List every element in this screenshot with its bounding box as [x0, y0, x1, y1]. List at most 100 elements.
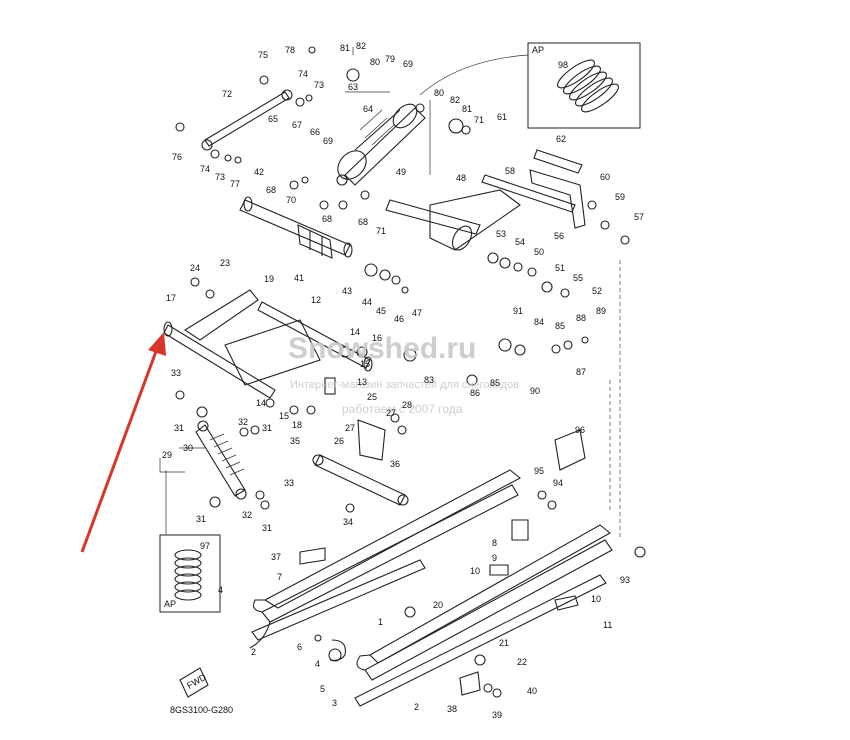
- callout-31: 31: [174, 423, 184, 433]
- callout-6: 6: [297, 642, 302, 652]
- stopper-36: [312, 419, 409, 506]
- callout-33: 33: [171, 368, 181, 378]
- callout-19: 19: [264, 274, 274, 284]
- callout-78: 78: [285, 45, 295, 55]
- callout-68: 68: [266, 185, 276, 195]
- callout-23: 23: [220, 258, 230, 268]
- callout-29: 29: [162, 450, 172, 460]
- callout-89: 89: [596, 306, 606, 316]
- callout-labels: 75 78 81 82 79 80 69 74 73 63 72 64 65 6…: [162, 41, 644, 720]
- callout-59: 59: [615, 192, 625, 202]
- callout-73b: 73: [215, 172, 225, 182]
- callout-85: 85: [555, 321, 565, 331]
- callout-32b: 32: [242, 510, 252, 520]
- callout-57: 57: [634, 212, 644, 222]
- callout-76: 76: [172, 152, 182, 162]
- callout-71b: 71: [376, 226, 386, 236]
- callout-51: 51: [555, 263, 565, 273]
- callout-58: 58: [505, 166, 515, 176]
- callout-53: 53: [496, 229, 506, 239]
- callout-45: 45: [376, 306, 386, 316]
- callout-69b: 69: [323, 136, 333, 146]
- callout-13: 13: [357, 377, 367, 387]
- callout-27b: 27: [345, 423, 355, 433]
- callout-31d: 31: [262, 523, 272, 533]
- callout-22: 22: [517, 657, 527, 667]
- callout-54: 54: [515, 237, 525, 247]
- inset-part-98: 98: [558, 60, 568, 70]
- fasteners: [175, 46, 646, 698]
- callout-72: 72: [222, 89, 232, 99]
- callout-14b: 14: [256, 398, 266, 408]
- callout-74: 74: [298, 69, 308, 79]
- callout-2: 2: [251, 647, 256, 657]
- callout-34: 34: [343, 517, 353, 527]
- callout-36: 36: [390, 459, 400, 469]
- callout-84: 84: [534, 317, 544, 327]
- callout-68c: 68: [358, 217, 368, 227]
- callout-24: 24: [190, 263, 200, 273]
- callout-46: 46: [394, 314, 404, 324]
- callout-65: 65: [268, 114, 278, 124]
- callout-28: 28: [402, 400, 412, 410]
- callout-4: 4: [218, 585, 223, 595]
- callout-63: 63: [348, 82, 358, 92]
- inset-ap-spring-98: AP 98: [419, 42, 641, 129]
- callout-2b: 2: [414, 702, 419, 712]
- callout-4b: 4: [315, 659, 320, 669]
- group-bracket-lines: [159, 47, 621, 540]
- callout-93: 93: [620, 575, 630, 585]
- fwd-mark: FWD: [179, 667, 209, 698]
- watermark: Snowshed.ru Интернет-магазин запчастей д…: [288, 332, 519, 416]
- callout-11: 11: [603, 620, 612, 630]
- callout-25: 25: [367, 392, 377, 402]
- callout-90: 90: [530, 386, 540, 396]
- callout-80b: 80: [434, 88, 444, 98]
- callout-60: 60: [600, 172, 610, 182]
- callout-91: 91: [513, 306, 523, 316]
- diagram-code: 8GS3100-G280: [170, 705, 233, 715]
- callout-41: 41: [294, 273, 304, 283]
- callout-21: 21: [499, 638, 509, 648]
- callout-38: 38: [447, 704, 457, 714]
- callout-70: 70: [286, 195, 296, 205]
- callout-85b: 85: [490, 378, 500, 388]
- callout-86: 86: [470, 388, 480, 398]
- callout-42: 42: [254, 167, 264, 177]
- callout-37: 37: [271, 552, 281, 562]
- front-arm-41: [239, 196, 353, 259]
- callout-82b: 82: [450, 95, 460, 105]
- callout-55: 55: [573, 273, 583, 283]
- front-shock-30: [195, 420, 247, 500]
- callout-77: 77: [230, 179, 240, 189]
- callout-26: 26: [334, 436, 344, 446]
- callout-17: 17: [166, 293, 176, 303]
- callout-48: 48: [456, 173, 466, 183]
- callout-56: 56: [554, 231, 564, 241]
- callout-47: 47: [412, 308, 422, 318]
- callout-64: 64: [363, 104, 373, 114]
- callout-74b: 74: [200, 164, 210, 174]
- callout-82: 82: [356, 41, 366, 51]
- rear-arm-48: [385, 174, 576, 251]
- callout-10: 10: [470, 566, 480, 576]
- callout-96: 96: [575, 425, 585, 435]
- coil-spring-97-icon: [174, 549, 202, 601]
- slide-rail-right-1: [356, 524, 613, 681]
- callout-1: 1: [378, 617, 383, 627]
- callout-62: 62: [556, 134, 566, 144]
- callout-95: 95: [534, 466, 544, 476]
- inset-tag-ap-bottom: AP: [164, 599, 176, 609]
- callout-3: 3: [332, 698, 337, 708]
- watermark-subtitle: Интернет-магазин запчастей для снегоходо…: [290, 379, 519, 391]
- callout-18: 18: [292, 420, 302, 430]
- callout-67: 67: [292, 120, 302, 130]
- callout-12: 12: [311, 295, 321, 305]
- callout-8: 8: [492, 538, 497, 548]
- callout-14: 14: [350, 327, 360, 337]
- callout-7: 7: [277, 572, 282, 582]
- watermark-since: работаем с 2007 года: [342, 402, 463, 416]
- callout-88: 88: [576, 313, 586, 323]
- rod-72: [201, 89, 293, 151]
